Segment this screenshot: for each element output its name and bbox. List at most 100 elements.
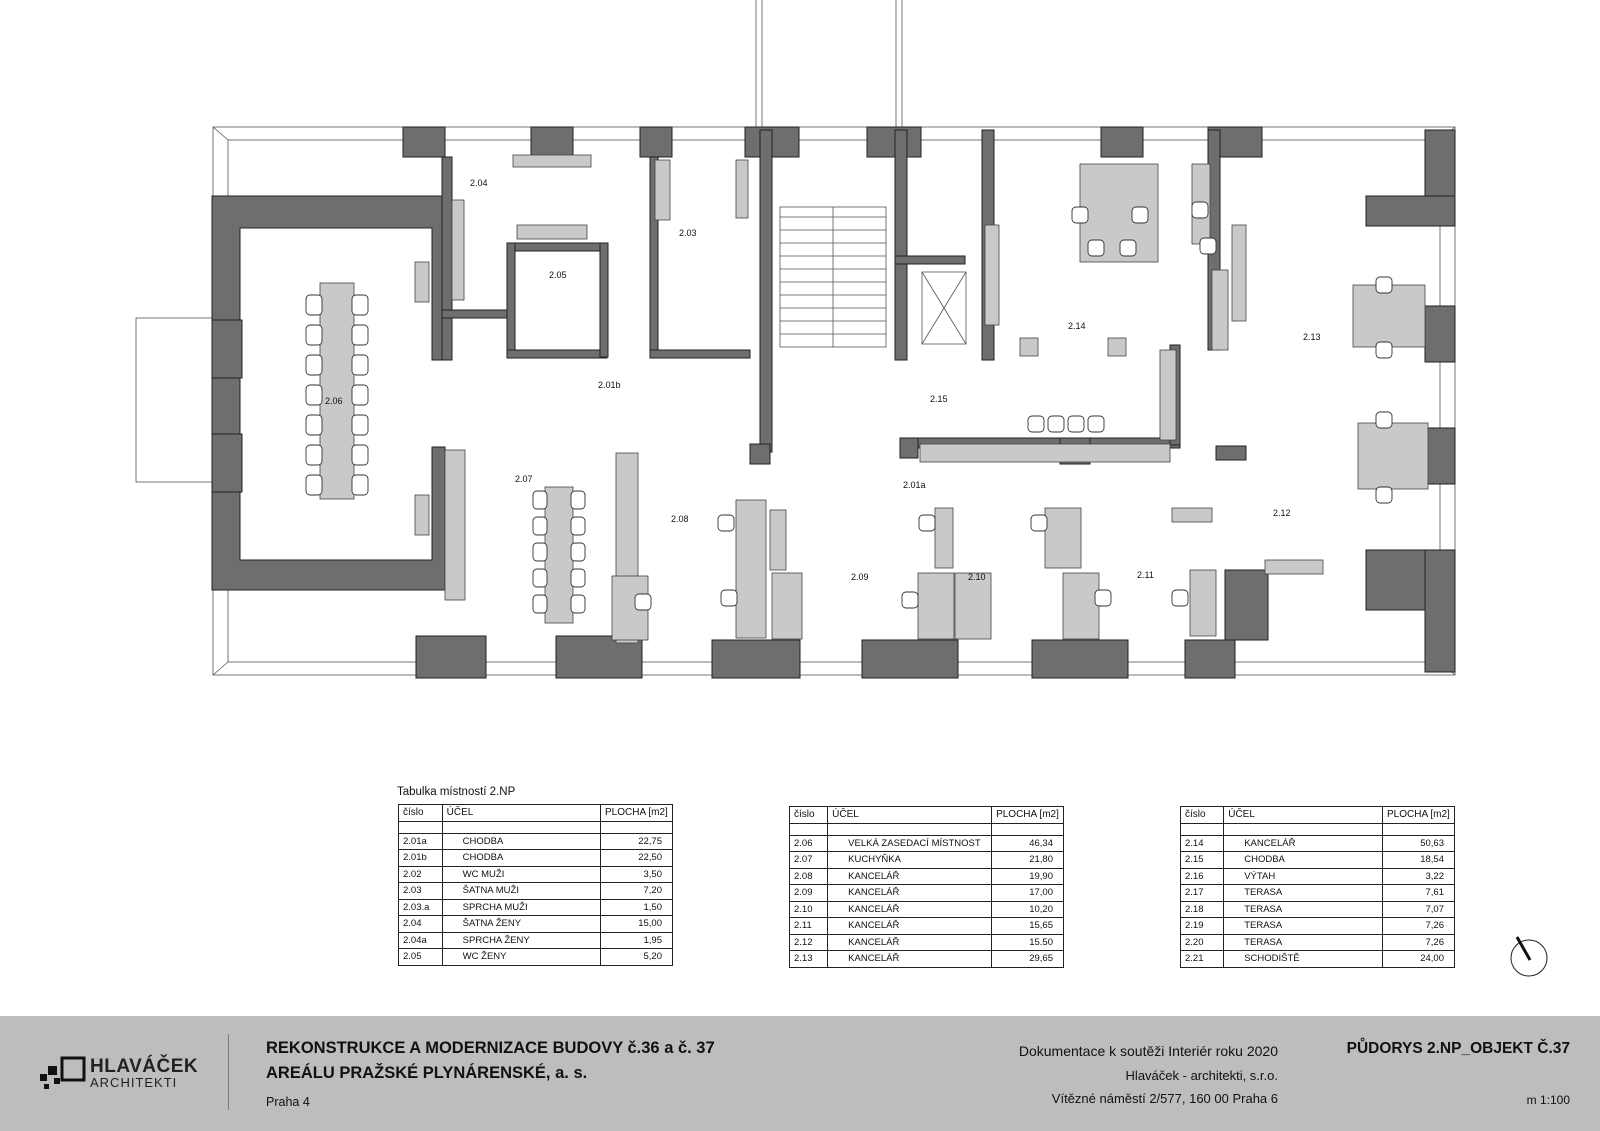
drawing-scale: m 1:100 (1526, 1093, 1570, 1107)
sheet-title: PŮDORYS 2.NP_OBJEKT Č.37 (1346, 1040, 1570, 1057)
chair (1087, 239, 1105, 257)
chair (305, 324, 323, 346)
cell-area: 15,65 (991, 917, 1064, 935)
document-purpose: Dokumentace k soutěži Interiér roku 2020 (1018, 1043, 1278, 1059)
room-label-2.01a: 2.01a (903, 480, 926, 490)
room-label-2.05: 2.05 (549, 270, 567, 280)
cell-area: 7,26 (1382, 917, 1455, 935)
table-header-use: ÚČEL (441, 804, 602, 822)
cell-use: SPRCHA ŽENY (441, 931, 602, 949)
logo: HLAVÁČEK ARCHITEKTI (38, 1056, 198, 1090)
room-label-2.01b: 2.01b (598, 380, 621, 390)
logo-name: HLAVÁČEK (90, 1056, 199, 1077)
room-label-2.15: 2.15 (930, 394, 948, 404)
logo-icon (40, 1056, 86, 1089)
chair (1094, 589, 1112, 607)
room-label-2.14: 2.14 (1068, 321, 1086, 331)
cell-use: ŠATNA ŽENY (441, 915, 602, 933)
cell-area: 7,20 (600, 882, 673, 900)
table-header-area: PLOCHA [m2] (1382, 806, 1455, 824)
cell-area: 24,00 (1382, 950, 1455, 968)
table-spacer-row (1179, 822, 1455, 836)
elevator (921, 271, 967, 345)
company-address: Vítězné náměstí 2/577, 160 00 Praha 6 (1051, 1091, 1278, 1106)
cell-use: KANCELÁŘ (827, 917, 993, 935)
cell-use: KANCELÁŘ (827, 867, 993, 885)
logo-subtitle: ARCHITEKTI (90, 1075, 178, 1090)
chair (1067, 415, 1085, 433)
cell-area: 22,75 (600, 832, 673, 850)
chair (570, 490, 586, 510)
cell-use: KANCELÁŘ (827, 933, 993, 951)
cell-num: 2.07 (788, 851, 829, 869)
chair (720, 589, 738, 607)
room-label-2.07: 2.07 (515, 474, 533, 484)
cell-use: SCHODIŠTĚ (1223, 950, 1384, 968)
room-label-2.11: 2.11 (1137, 570, 1154, 580)
chair (351, 354, 369, 376)
table-header-num: číslo (398, 804, 443, 822)
chair (1199, 237, 1217, 255)
cell-num: 2.13 (788, 950, 829, 968)
cell-area: 15.50 (991, 933, 1064, 951)
cell-num: 2.14 (1179, 834, 1225, 852)
chair (1375, 341, 1393, 359)
chair (532, 568, 548, 588)
chair (570, 594, 586, 614)
cell-use: KANCELÁŘ (827, 884, 993, 902)
chair (570, 568, 586, 588)
cell-use: KANCELÁŘ (827, 900, 993, 918)
table-header-use: ÚČEL (827, 806, 993, 824)
table-spacer-row (398, 820, 673, 834)
chair (351, 384, 369, 406)
company-name: Hlaváček - architekti, s.r.o. (1125, 1068, 1278, 1083)
chair (918, 514, 936, 532)
title-block: HLAVÁČEK ARCHITEKTI REKONSTRUKCE A MODER… (0, 1016, 1600, 1131)
outline-lines (135, 0, 1456, 676)
cell-use: SPRCHA MUŽI (441, 898, 602, 916)
cell-use: VELKÁ ZASEDACÍ MÍSTNOST (827, 834, 993, 852)
chair (634, 593, 652, 611)
cell-use: TERASA (1223, 933, 1384, 951)
chair (532, 594, 548, 614)
project-location: Praha 4 (266, 1095, 310, 1109)
cell-num: 2.21 (1179, 950, 1225, 968)
cell-use: CHODBA (441, 849, 602, 867)
table-header-use: ÚČEL (1223, 806, 1384, 824)
cell-area: 46,34 (991, 834, 1064, 852)
chair (1030, 514, 1048, 532)
cell-num: 2.05 (398, 948, 443, 966)
table-header-area: PLOCHA [m2] (991, 806, 1064, 824)
cell-num: 2.03.a (398, 898, 443, 916)
cell-num: 2.18 (1179, 900, 1225, 918)
cell-area: 7,07 (1382, 900, 1455, 918)
chair (1071, 206, 1089, 224)
chair (570, 542, 586, 562)
cell-area: 3,50 (600, 865, 673, 883)
chair (305, 294, 323, 316)
project-title-line2: AREÁLU PRAŽSKÉ PLYNÁRENSKÉ, a. s. (266, 1064, 588, 1082)
cell-use: KUCHYŇKA (827, 851, 993, 869)
cell-num: 2.12 (788, 933, 829, 951)
cell-area: 29,65 (991, 950, 1064, 968)
chair (351, 324, 369, 346)
room-label-2.12: 2.12 (1273, 508, 1291, 518)
cell-num: 2.06 (788, 834, 829, 852)
chair (1119, 239, 1137, 257)
chair (1047, 415, 1065, 433)
